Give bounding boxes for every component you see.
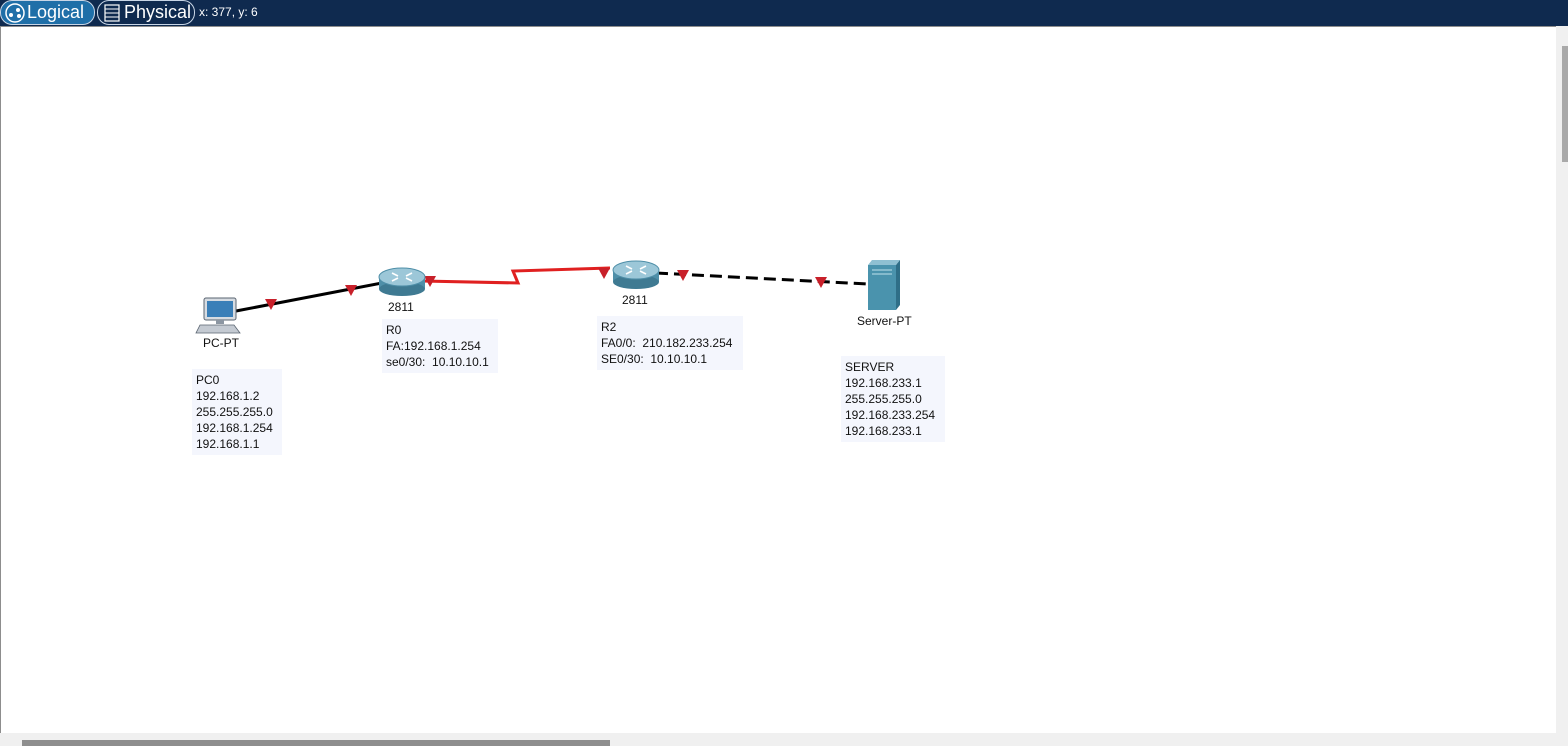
tab-physical[interactable]: Physical [97,0,195,25]
router-icon[interactable] [612,260,660,289]
server-icon[interactable] [868,260,900,310]
note-line: 192.168.1.254 [196,421,273,435]
note-line: se0/30: 10.10.10.1 [386,355,489,369]
note-r2[interactable]: R2 FA0/0: 210.182.233.254 SE0/30: 10.10.… [597,316,743,370]
router-icon[interactable] [378,267,426,296]
link-r2-server[interactable] [655,271,869,286]
physical-rack-icon [104,3,120,22]
link-pc-r0[interactable] [235,281,383,313]
cursor-coordinates: x: 377, y: 6 [199,5,258,19]
note-line: 192.168.1.2 [196,389,260,403]
workspace-toolbar [0,0,1568,26]
link-indicator [598,268,610,279]
device-label-pc: PC-PT [203,336,239,350]
note-line: FA:192.168.1.254 [386,339,481,353]
note-line: SE0/30: 10.10.10.1 [601,352,708,366]
note-server[interactable]: SERVER 192.168.233.1 255.255.255.0 192.1… [841,356,945,442]
note-line: 255.255.255.0 [845,392,922,406]
note-line: 192.168.233.1 [845,424,922,438]
link-indicator [815,277,827,288]
tab-logical-label: Logical [27,2,85,22]
note-line: SERVER [845,360,895,374]
note-line: PC0 [196,373,220,387]
device-label-r0: 2811 [388,300,414,314]
link-indicator [265,299,277,310]
note-line: R0 [386,323,402,337]
topology-diagram [195,260,900,334]
note-pc0[interactable]: PC0 192.168.1.2 255.255.255.0 192.168.1.… [192,369,282,455]
horizontal-scrollbar-thumb[interactable] [22,740,610,746]
tab-logical[interactable]: Logical [0,0,95,25]
link-indicator [677,270,689,281]
note-line: 192.168.233.1 [845,376,922,390]
note-line: R2 [601,320,617,334]
link-indicator [424,276,436,287]
note-line: FA0/0: 210.182.233.254 [601,336,733,350]
device-label-r2: 2811 [622,293,648,307]
logical-network-icon [5,2,25,23]
pc-icon[interactable] [195,297,241,334]
link-r0-r2-serial[interactable] [421,266,611,285]
note-line: 192.168.233.254 [845,408,936,422]
vertical-scrollbar[interactable] [1556,26,1568,733]
tab-physical-label: Physical [124,2,192,22]
device-label-server: Server-PT [857,314,912,328]
note-line: 192.168.1.1 [196,437,260,451]
note-r0[interactable]: R0 FA:192.168.1.254 se0/30: 10.10.10.1 [382,319,498,373]
link-indicator [345,285,357,296]
vertical-scrollbar-thumb[interactable] [1562,46,1568,162]
note-line: 255.255.255.0 [196,405,273,419]
